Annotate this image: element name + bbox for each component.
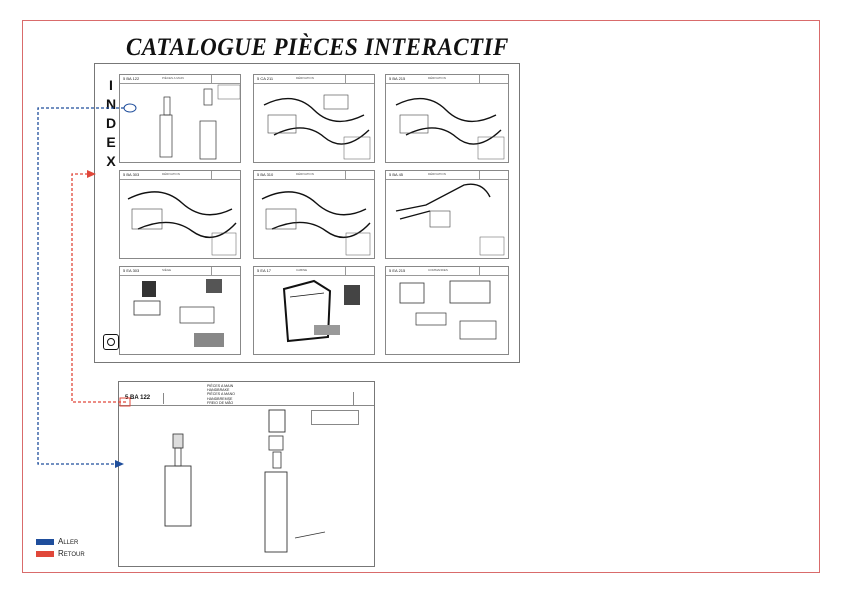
parts-drawing bbox=[395, 183, 505, 256]
thumbnail-title: DÉRIVATION bbox=[162, 172, 180, 176]
parts-drawing bbox=[127, 191, 237, 256]
thumbnail-code: 5 BA 215 bbox=[389, 76, 406, 81]
brand-logo bbox=[103, 334, 119, 350]
parts-drawing bbox=[133, 279, 224, 347]
index-letter: D bbox=[105, 115, 117, 131]
catalog-thumbnail[interactable]: 5 BA 310 DÉRIVATION bbox=[253, 170, 375, 259]
parts-drawing bbox=[395, 97, 505, 160]
index-letter: N bbox=[105, 96, 117, 112]
thumbnail-title: CABINE bbox=[296, 268, 308, 272]
index-label: I N D E X bbox=[103, 76, 119, 171]
thumbnail-code: 5 EA 17 bbox=[257, 268, 272, 273]
thumbnail-code: 5 EA 303 bbox=[123, 268, 140, 273]
catalog-thumbnail[interactable]: 5 EA 303 SIÈGE bbox=[119, 266, 241, 355]
catalog-thumbnail[interactable]: 5 EA 17 CABINE bbox=[253, 266, 375, 355]
parts-drawing bbox=[282, 279, 360, 343]
parts-drawing bbox=[261, 191, 371, 256]
retour-swatch bbox=[36, 551, 54, 557]
thumbnail-code: 5 BA 122 bbox=[123, 76, 140, 81]
index-letter: E bbox=[106, 134, 116, 150]
thumbnail-title: DÉRIVATION bbox=[296, 172, 314, 176]
thumbnail-code: 5 BA 45 bbox=[389, 172, 404, 177]
parts-drawing bbox=[263, 94, 371, 160]
thumbnail-title: PIÈCES A MAIN bbox=[162, 76, 184, 80]
detail-description: PIÈCES A MAIN HANDBRAKE PIÈCES A MANO HA… bbox=[207, 384, 235, 405]
thumbnail-title: SIÈGE bbox=[162, 268, 172, 272]
catalog-thumbnail[interactable]: 5 EA 215 COMMANDES bbox=[385, 266, 509, 355]
legend-label: Retour bbox=[58, 549, 85, 558]
detail-parts-drawing bbox=[164, 409, 326, 553]
thumbnail-code: 5 CA 211 bbox=[257, 76, 274, 81]
legend-label: Aller bbox=[58, 537, 79, 546]
catalog-thumbnail[interactable]: 5 BA 215 DÉRIVATION bbox=[385, 74, 509, 163]
retour-arrow[interactable] bbox=[71, 170, 131, 407]
catalog-thumbnail[interactable]: 5 CA 211 DÉRIVATION bbox=[253, 74, 375, 163]
detail-sheet: 5 BA 122 PIÈCES A MAIN HANDBRAKE PIÈCES … bbox=[118, 381, 375, 567]
thumbnail-title: DÉRIVATION bbox=[428, 76, 446, 80]
page-title: CATALOGUE PIÈCES INTERACTIF bbox=[126, 33, 509, 61]
index-letter: X bbox=[106, 153, 116, 169]
aller-arrow[interactable] bbox=[37, 103, 137, 468]
index-sheet: I N D E X 5 BA 122 PIÈCES A MAIN 5 CA 21… bbox=[94, 63, 520, 363]
parts-drawing bbox=[159, 84, 240, 160]
parts-drawing bbox=[399, 280, 497, 340]
thumbnail-title: DÉRIVATION bbox=[296, 76, 314, 80]
catalog-thumbnail[interactable]: 5 BA 45 DÉRIVATION bbox=[385, 170, 509, 259]
page-frame bbox=[22, 20, 820, 573]
aller-swatch bbox=[36, 539, 54, 545]
thumbnail-title: DÉRIVATION bbox=[428, 172, 446, 176]
thumbnail-title: COMMANDES bbox=[428, 268, 448, 272]
index-letter: I bbox=[109, 77, 113, 93]
thumbnail-code: 5 BA 310 bbox=[257, 172, 274, 177]
catalog-thumbnail[interactable]: 5 BA 303 DÉRIVATION bbox=[119, 170, 241, 259]
thumbnail-code: 5 EA 215 bbox=[389, 268, 406, 273]
detail-code: 5 BA 122 bbox=[125, 395, 151, 401]
catalog-thumbnail[interactable]: 5 BA 122 PIÈCES A MAIN bbox=[119, 74, 241, 163]
detail-note-box bbox=[311, 410, 359, 425]
thumbnail-code: 5 BA 303 bbox=[123, 172, 140, 177]
